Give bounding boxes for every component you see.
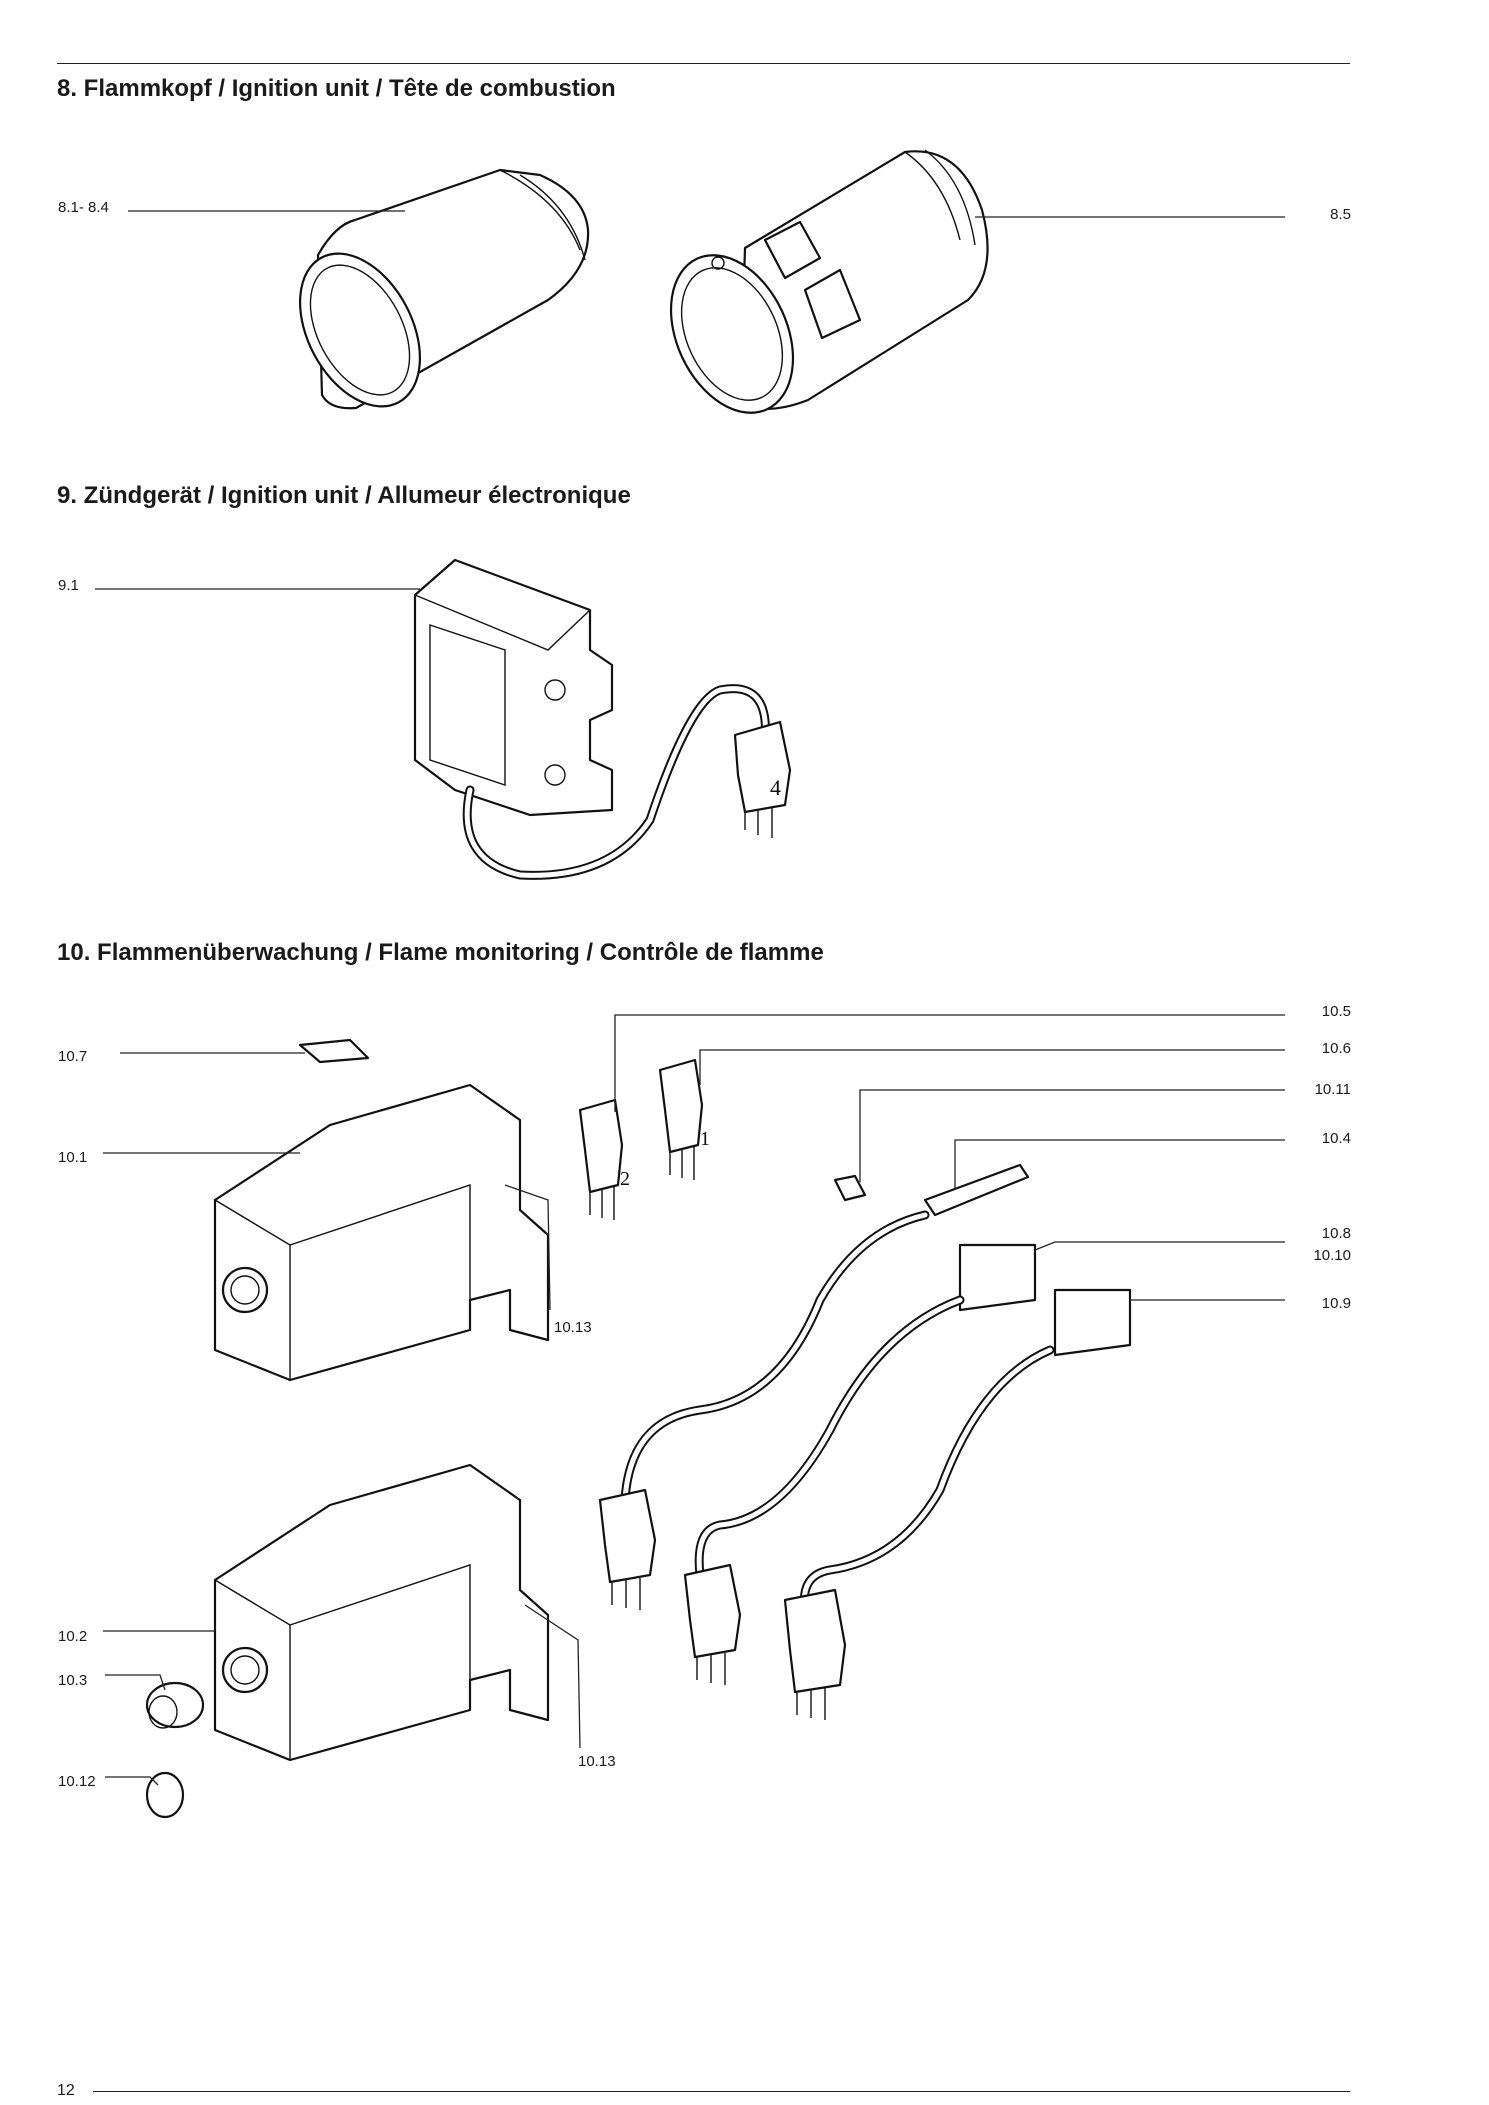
flame-tube-drawing <box>276 170 589 427</box>
callout-10-5: 10.5 <box>1321 1003 1351 1020</box>
callout-10-12: 10.12 <box>58 1773 96 1790</box>
cover-cap-10-7-drawing <box>300 1040 368 1062</box>
connector-number-4: 4 <box>770 775 781 800</box>
callout-10-13-lower: 10.13 <box>578 1753 616 1770</box>
sensor-10-4-drawing <box>600 1165 1028 1610</box>
top-rule <box>57 63 1350 64</box>
callout-10-10: 10.10 <box>1313 1247 1351 1264</box>
section-8-title: 8. Flammkopf / Ignition unit / Tête de c… <box>57 75 616 102</box>
leader-lines <box>95 211 1285 1785</box>
callout-10-13-upper: 10.13 <box>554 1319 592 1336</box>
flame-monitor-upper-drawing <box>215 1085 548 1380</box>
page-number: 12 <box>57 2082 75 2099</box>
grommet-10-3-drawing <box>147 1683 203 1728</box>
callout-10-1: 10.1 <box>58 1149 88 1166</box>
section-9-title: 9. Zündgerät / Ignition unit / Allumeur … <box>57 482 631 509</box>
connector-number-1: 1 <box>700 1128 710 1150</box>
callout-9-1: 9.1 <box>58 577 79 594</box>
callout-10-4: 10.4 <box>1321 1130 1351 1147</box>
callout-10-9: 10.9 <box>1321 1295 1351 1312</box>
section-10-title: 10. Flammenüberwachung / Flame monitorin… <box>57 939 824 966</box>
callout-10-7: 10.7 <box>58 1048 88 1065</box>
clip-10-11-drawing <box>835 1176 865 1200</box>
connector-number-2: 2 <box>620 1168 630 1190</box>
callout-10-6: 10.6 <box>1321 1040 1351 1057</box>
connector-10-5-drawing <box>580 1100 622 1220</box>
connector-10-6-drawing <box>660 1060 702 1180</box>
callout-10-2: 10.2 <box>58 1628 88 1645</box>
cable-10-9-drawing <box>785 1290 1130 1720</box>
ring-10-12-drawing <box>147 1773 183 1817</box>
callout-10-8: 10.8 <box>1321 1225 1351 1242</box>
burner-head-drawing <box>647 150 987 432</box>
callout-10-11: 10.11 <box>1314 1081 1351 1098</box>
callout-8-5: 8.5 <box>1330 206 1351 223</box>
callout-8-1-8-4: 8.1- 8.4 <box>58 199 109 216</box>
bottom-rule <box>93 2091 1350 2092</box>
cable-10-8-drawing <box>685 1245 1035 1685</box>
callout-10-3: 10.3 <box>58 1672 88 1689</box>
flame-monitor-lower-drawing <box>215 1465 548 1760</box>
ignition-transformer-drawing <box>415 560 790 875</box>
